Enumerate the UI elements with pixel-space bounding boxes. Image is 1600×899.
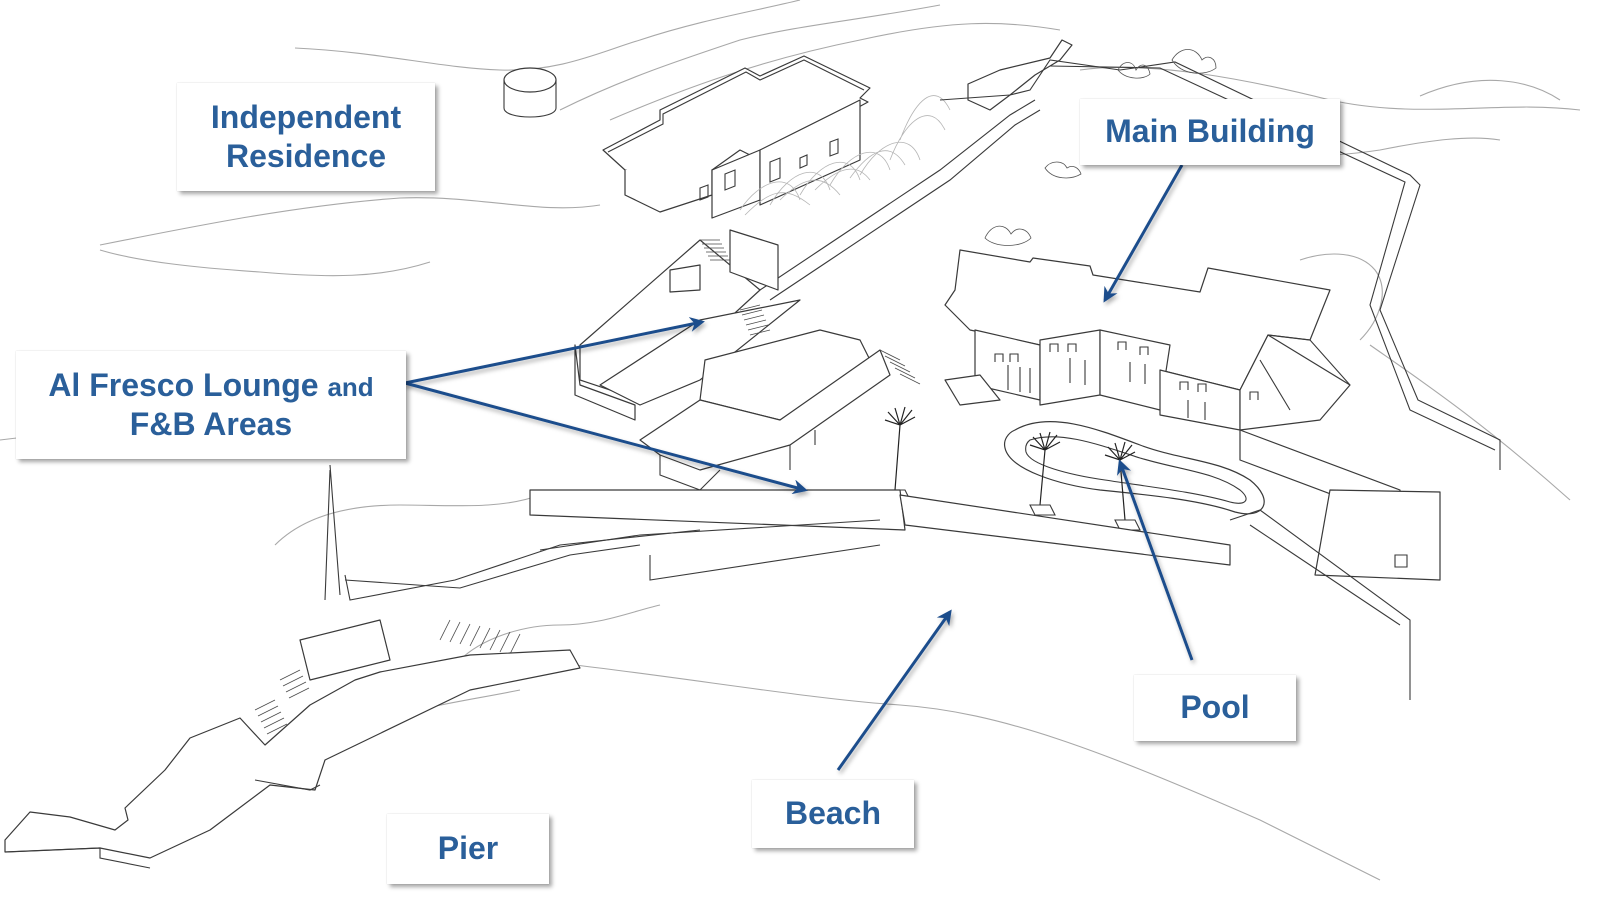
label-pier-text: Pier xyxy=(437,830,499,867)
label-al-fresco-line1: Al Fresco Lounge xyxy=(48,366,319,403)
pier-structure xyxy=(4,619,581,869)
label-beach-text: Beach xyxy=(784,795,882,832)
al-fresco-terraces xyxy=(574,229,891,491)
beach-terrace-wall xyxy=(324,464,1411,700)
grass-planting xyxy=(739,95,951,216)
label-independent-residence-line1: Independent xyxy=(210,98,402,135)
label-pool: Pool xyxy=(1134,675,1296,741)
label-beach: Beach xyxy=(752,780,914,848)
water-tank xyxy=(503,67,557,118)
label-al-fresco-line2: F&B Areas xyxy=(129,406,293,442)
label-pool-text: Pool xyxy=(1180,689,1250,726)
arrow-beach xyxy=(836,609,952,771)
label-al-fresco: Al Fresco Lounge and F&B Areas xyxy=(16,351,406,459)
independent-residence-building xyxy=(602,55,871,219)
arrow-al-fresco-upper xyxy=(404,317,705,385)
label-main-building-text: Main Building xyxy=(1105,113,1315,150)
arrow-pool xyxy=(1117,459,1194,661)
callout-arrows xyxy=(107,128,1194,854)
shrubs xyxy=(984,49,1217,246)
label-pier: Pier xyxy=(387,814,549,884)
label-independent-residence: Independent Residence xyxy=(177,83,435,191)
label-main-building: Main Building xyxy=(1080,99,1340,165)
arrow-main-building xyxy=(1103,164,1184,303)
label-al-fresco-connector: and xyxy=(327,371,374,402)
arrow-al-fresco-lower xyxy=(404,381,808,495)
pool xyxy=(1003,421,1265,515)
main-building-structure xyxy=(944,249,1441,581)
label-independent-residence-line2: Residence xyxy=(225,138,387,174)
